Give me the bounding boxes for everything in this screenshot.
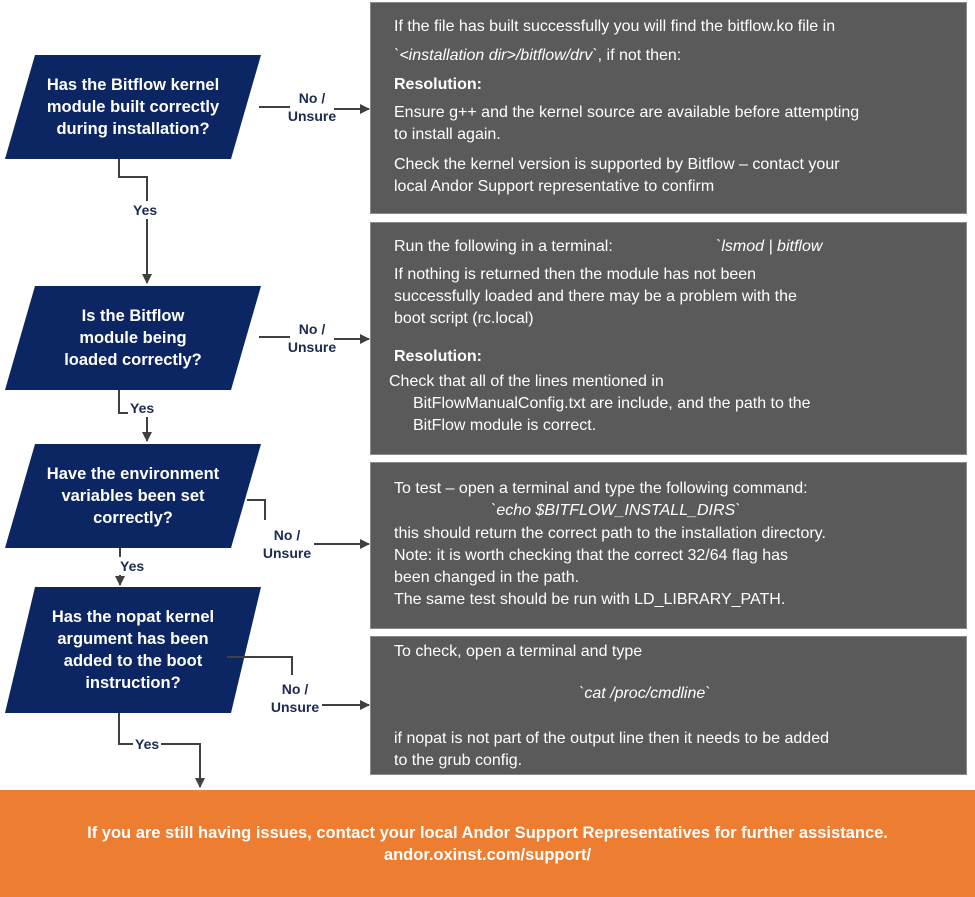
decision-1: Has the Bitflow kernel module built corr… (5, 55, 261, 159)
panel-3-line-d: The same test should be run with LD_LIBR… (394, 591, 786, 608)
no-label-4: No / Unsure (270, 681, 320, 715)
panel-2-res-b: BitFlowManualConfig.txt are include, and… (413, 395, 811, 412)
panel-1-path-suffix: , if not then: (597, 47, 682, 64)
panel-2-res-a: Check that all of the lines mentioned in (389, 373, 664, 390)
no-label-3: No / Unsure (262, 527, 312, 561)
panel-1-step1b: to install again. (394, 126, 501, 143)
panel-1-step2b: local Andor Support representative to co… (394, 178, 715, 195)
yes-connector-1 (118, 159, 152, 284)
decision-4-shape (5, 587, 261, 713)
panel-4-intro: To check, open a terminal and type (394, 643, 643, 660)
support-banner: If you are still having issues, contact … (0, 790, 975, 897)
decision-4: Has the nopat kernel argument has been a… (5, 587, 261, 713)
decision-2: Is the Bitflow module being loaded corre… (5, 286, 261, 390)
yes-label-1: Yes (131, 201, 160, 219)
panel-4-line-b: to the grub config. (394, 752, 523, 769)
decision-4-text: Has the nopat kernel argument has been a… (51, 608, 215, 692)
panel-2-res-c: BitFlow module is correct. (413, 417, 597, 434)
no-connector-3 (247, 499, 266, 520)
panel-4-line-a: if nopat is not part of the output line … (394, 730, 829, 747)
no-connector-4 (227, 656, 293, 675)
decision-1-shape (5, 55, 261, 159)
support-link[interactable]: andor.oxinst.com/support/ (383, 845, 592, 864)
decision-3-shape (5, 444, 261, 548)
panel-4-command: `cat /proc/cmdline` (579, 685, 711, 702)
panel-2-desc-c: boot script (rc.local) (394, 310, 534, 327)
resolution-panel-1: If the file has built successfully you w… (370, 2, 967, 214)
banner-message: If you are still having issues, contact … (87, 823, 888, 842)
panel-2-desc-a: If nothing is returned then the module h… (394, 266, 757, 283)
resolution-panel-4: To check, open a terminal and type `cat … (370, 636, 967, 775)
panel-2-desc-b: successfully loaded and there may be a p… (394, 288, 797, 305)
panel-3-line-c: been changed in the path. (394, 569, 580, 586)
panel-1-path-line: `<installation dir>/bitflow/drv`, if not… (394, 45, 681, 67)
decision-3-text: Have the environment variables been set … (46, 465, 220, 527)
no-label-2: No / Unsure (287, 321, 337, 355)
panel-3-command: `echo $BITFLOW_INSTALL_DIRS` (491, 502, 741, 519)
panel-2-command: `lsmod | bitflow (716, 238, 823, 255)
panel-1-path: `<installation dir>/bitflow/drv` (394, 47, 598, 64)
decision-3: Have the environment variables been set … (5, 444, 261, 548)
decision-2-text: Is the Bitflow module being loaded corre… (64, 307, 202, 369)
panel-2-resolution-heading: Resolution: (394, 348, 482, 365)
yes-label-2: Yes (128, 399, 157, 417)
resolution-panel-2: Run the following in a terminal: `lsmod … (370, 222, 967, 455)
panel-1-resolution-heading: Resolution: (394, 76, 482, 93)
decision-1-text: Has the Bitflow kernel module built corr… (46, 76, 220, 138)
panel-1-step2a: Check the kernel version is supported by… (394, 156, 840, 173)
panel-2-run-text: Run the following in a terminal: (394, 238, 613, 255)
panel-1-line1: If the file has built successfully you w… (394, 18, 836, 35)
panel-3-intro: To test – open a terminal and type the f… (394, 480, 808, 497)
decision-2-shape (5, 286, 261, 390)
yes-label-4: Yes (133, 735, 162, 753)
panel-1-step1a: Ensure g++ and the kernel source are ava… (394, 104, 860, 121)
panel-3-line-a: this should return the correct path to t… (394, 525, 826, 542)
no-label-1: No / Unsure (287, 90, 337, 124)
yes-label-3: Yes (118, 557, 147, 575)
resolution-panel-3: To test – open a terminal and type the f… (370, 462, 967, 629)
panel-3-line-b: Note: it is worth checking that the corr… (394, 547, 788, 564)
